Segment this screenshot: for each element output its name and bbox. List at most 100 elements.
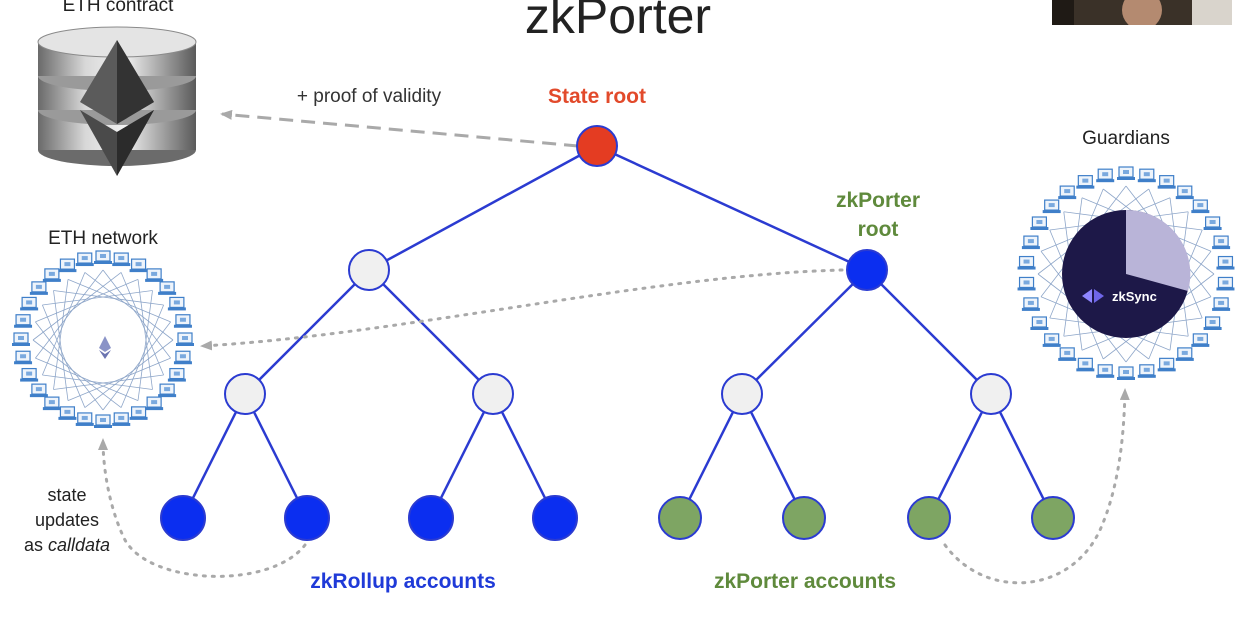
state-root-node <box>576 125 618 167</box>
state-updates-line2: updates <box>35 510 99 530</box>
network-link-line <box>137 290 153 401</box>
zkporter-account-node <box>782 496 826 540</box>
zkrollup-account-node <box>160 495 206 541</box>
laptop-icon <box>20 367 39 382</box>
laptop-icon <box>1175 347 1194 361</box>
state-root-label: State root <box>548 85 646 108</box>
laptop-icon <box>1058 185 1077 200</box>
laptop-icon <box>1017 255 1036 270</box>
slide-title: zkPorter <box>525 0 711 44</box>
network-link-line <box>42 290 153 306</box>
laptop-icon <box>29 281 48 295</box>
network-link-line <box>35 321 104 411</box>
laptop-icon <box>173 314 192 328</box>
state-updates-as: as <box>24 535 48 555</box>
network-link-line <box>67 357 171 401</box>
zkporter-account-node <box>907 496 951 540</box>
network-link-line <box>35 269 104 359</box>
laptop-icon <box>1096 364 1115 378</box>
network-link-line <box>120 304 164 408</box>
laptop-icon <box>94 414 112 428</box>
laptop-icon <box>1203 216 1222 230</box>
network-link-line <box>42 374 153 390</box>
network-laptops-icon <box>12 250 194 428</box>
inner-node <box>472 373 514 415</box>
porter-to-eth-network-arrow <box>200 268 844 351</box>
network-link-line <box>120 272 164 376</box>
network-link-line <box>42 304 86 408</box>
laptop-icon <box>1157 357 1176 372</box>
laptop-icon <box>167 296 186 311</box>
inner-node <box>721 373 763 415</box>
ethereum-small-icon <box>99 336 111 359</box>
laptop-icon <box>94 250 112 264</box>
laptop-icon <box>1076 357 1095 372</box>
laptop-icon <box>1021 235 1040 250</box>
laptop-icon <box>1030 216 1049 230</box>
laptop-icon <box>112 412 131 426</box>
laptop-icon <box>1137 168 1156 183</box>
laptop-icon <box>20 296 39 311</box>
state-updates-line1: state <box>47 485 86 505</box>
laptop-icon <box>1076 175 1095 189</box>
network-link-line <box>32 272 122 341</box>
laptop-icon <box>1191 333 1210 347</box>
proof-arrow <box>220 109 579 148</box>
laptop-icon <box>58 406 77 420</box>
laptop-icon <box>1042 333 1061 347</box>
network-link-line <box>35 357 139 401</box>
laptop-icon <box>173 350 192 365</box>
laptop-icon <box>75 252 94 267</box>
laptop-icon <box>14 314 33 328</box>
zksync-arrows-icon <box>1082 289 1104 303</box>
laptop-icon <box>1216 276 1235 291</box>
laptop-icon <box>145 268 164 282</box>
zkporter-root-label-line1: zkPorter <box>836 189 920 212</box>
laptop-icon <box>42 396 61 411</box>
zkrollup-accounts-label: zkRollup accounts <box>310 570 496 593</box>
zkporter-account-node <box>658 496 702 540</box>
network-link-line <box>53 374 164 390</box>
laptop-icon <box>1058 347 1077 361</box>
laptop-icon <box>1042 199 1061 214</box>
laptop-icon <box>1137 364 1156 378</box>
laptop-icon <box>167 367 186 382</box>
webcam-overlay <box>1052 0 1232 25</box>
laptop-icon <box>145 396 164 411</box>
network-link-line <box>42 272 86 376</box>
guardian-network-icon: zkSync <box>1017 166 1235 380</box>
tree-edges <box>181 144 1055 519</box>
proof-of-validity-label: + proof of validity <box>297 86 442 107</box>
rollup-subtree-node <box>348 249 390 291</box>
zkrollup-account-node <box>284 495 330 541</box>
network-link-line <box>102 269 171 359</box>
laptop-icon <box>1157 175 1176 189</box>
network-link-line <box>35 279 139 323</box>
laptop-icon <box>1203 316 1222 330</box>
laptop-icon <box>12 332 30 346</box>
inner-node <box>970 373 1012 415</box>
network-link-line <box>32 339 122 408</box>
laptop-icon <box>1017 276 1036 291</box>
laptop-icon <box>58 258 77 273</box>
laptop-icon <box>75 412 94 426</box>
laptop-icon <box>14 350 33 365</box>
laptop-icon <box>176 332 194 346</box>
inner-node <box>224 373 266 415</box>
laptop-icon <box>1030 316 1049 330</box>
laptop-icon <box>1117 166 1135 180</box>
laptop-icon <box>1212 235 1231 250</box>
zkrollup-account-node <box>532 495 578 541</box>
laptop-icon <box>1021 297 1040 311</box>
network-link-line <box>84 272 174 341</box>
network-link-line <box>53 290 164 306</box>
presenter-face <box>1122 0 1162 25</box>
zkporter-root-label-line2: root <box>858 218 899 241</box>
laptop-icon <box>129 258 148 273</box>
laptop-icon <box>42 268 61 282</box>
network-link-line <box>53 279 69 390</box>
laptop-icon <box>158 383 177 398</box>
eth-contract-label: ETH contract <box>63 0 175 16</box>
